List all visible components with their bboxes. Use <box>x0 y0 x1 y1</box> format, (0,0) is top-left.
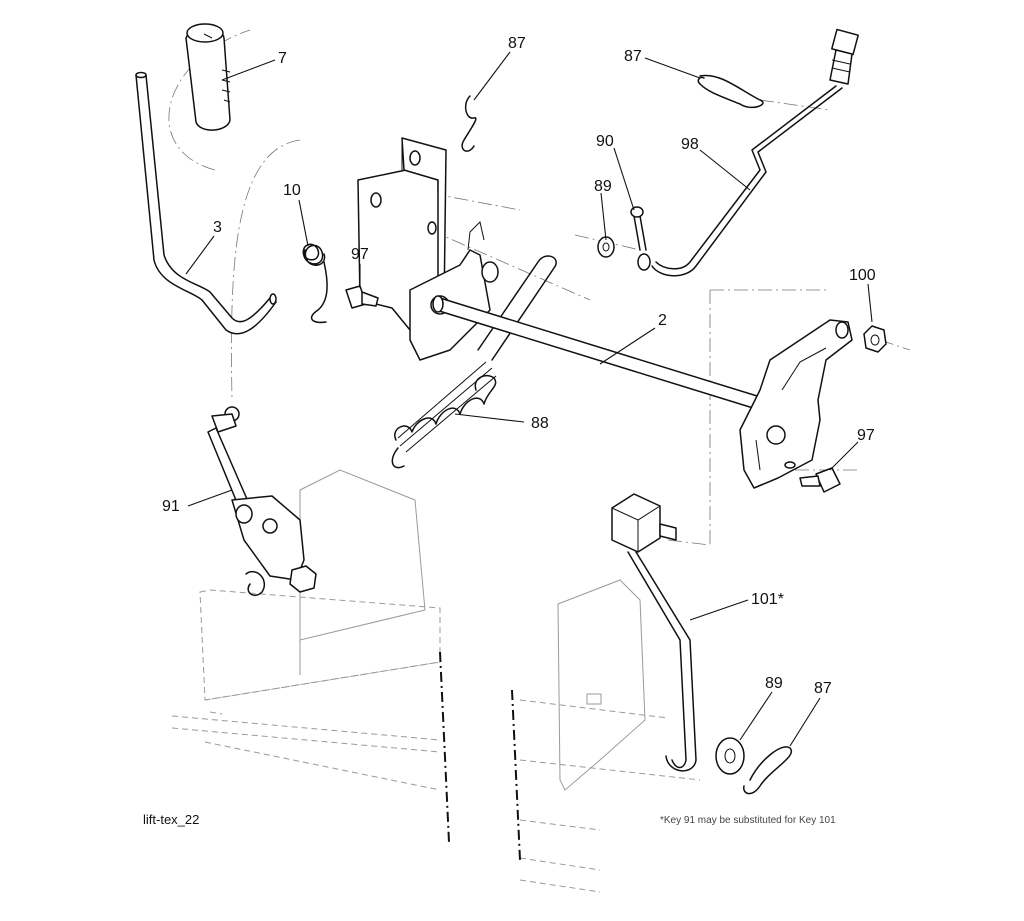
lift-link-91 <box>207 406 317 596</box>
lift-handle-rod <box>135 71 277 335</box>
callout-87-right: 87 <box>624 48 642 65</box>
callout-2: 2 <box>658 312 667 329</box>
callout-97-left: 97 <box>351 246 369 263</box>
frame-break-line-right <box>511 689 521 861</box>
callout-101: 101* <box>751 591 784 608</box>
washer-lower <box>715 737 745 775</box>
cotter-pin <box>630 206 647 251</box>
callout-3: 3 <box>213 219 222 236</box>
lift-shaft <box>432 295 771 413</box>
hairpin-clip-upper-left <box>461 95 477 152</box>
hex-nut <box>863 325 887 353</box>
callout-7: 7 <box>278 50 287 67</box>
footnote: *Key 91 may be substituted for Key 101 <box>660 815 836 826</box>
bolt-left <box>345 285 379 309</box>
assist-spring <box>302 243 328 324</box>
frame-phantom-left <box>171 469 441 791</box>
callout-89-bottom: 89 <box>765 675 783 692</box>
lift-handle-grip <box>185 23 231 131</box>
hairpin-clip-lower <box>743 746 793 795</box>
washer-upper <box>597 236 615 258</box>
callout-88: 88 <box>531 415 549 432</box>
callout-90: 90 <box>596 133 614 150</box>
spring-hook-rod <box>477 255 557 361</box>
callout-89-top: 89 <box>594 178 612 195</box>
callout-100: 100 <box>849 267 876 284</box>
leader-lines <box>185 51 873 747</box>
callout-91: 91 <box>162 498 180 515</box>
mounting-bracket <box>357 137 499 361</box>
lift-link-101 <box>611 493 697 772</box>
right-lift-arm <box>739 319 853 489</box>
lift-link-rod <box>637 28 859 277</box>
frame-break-line-left <box>439 651 450 843</box>
callout-87-bottom: 87 <box>814 680 832 697</box>
callout-10: 10 <box>283 182 301 199</box>
frame-phantom-right <box>519 579 701 893</box>
bolt-right <box>799 467 841 493</box>
callout-97-right: 97 <box>857 427 875 444</box>
callout-98: 98 <box>681 136 699 153</box>
hairpin-clip-upper-right <box>697 74 764 109</box>
figure-id: lift-tex_22 <box>143 812 200 827</box>
callout-87-top: 87 <box>508 35 526 52</box>
extension-spring <box>391 361 497 469</box>
